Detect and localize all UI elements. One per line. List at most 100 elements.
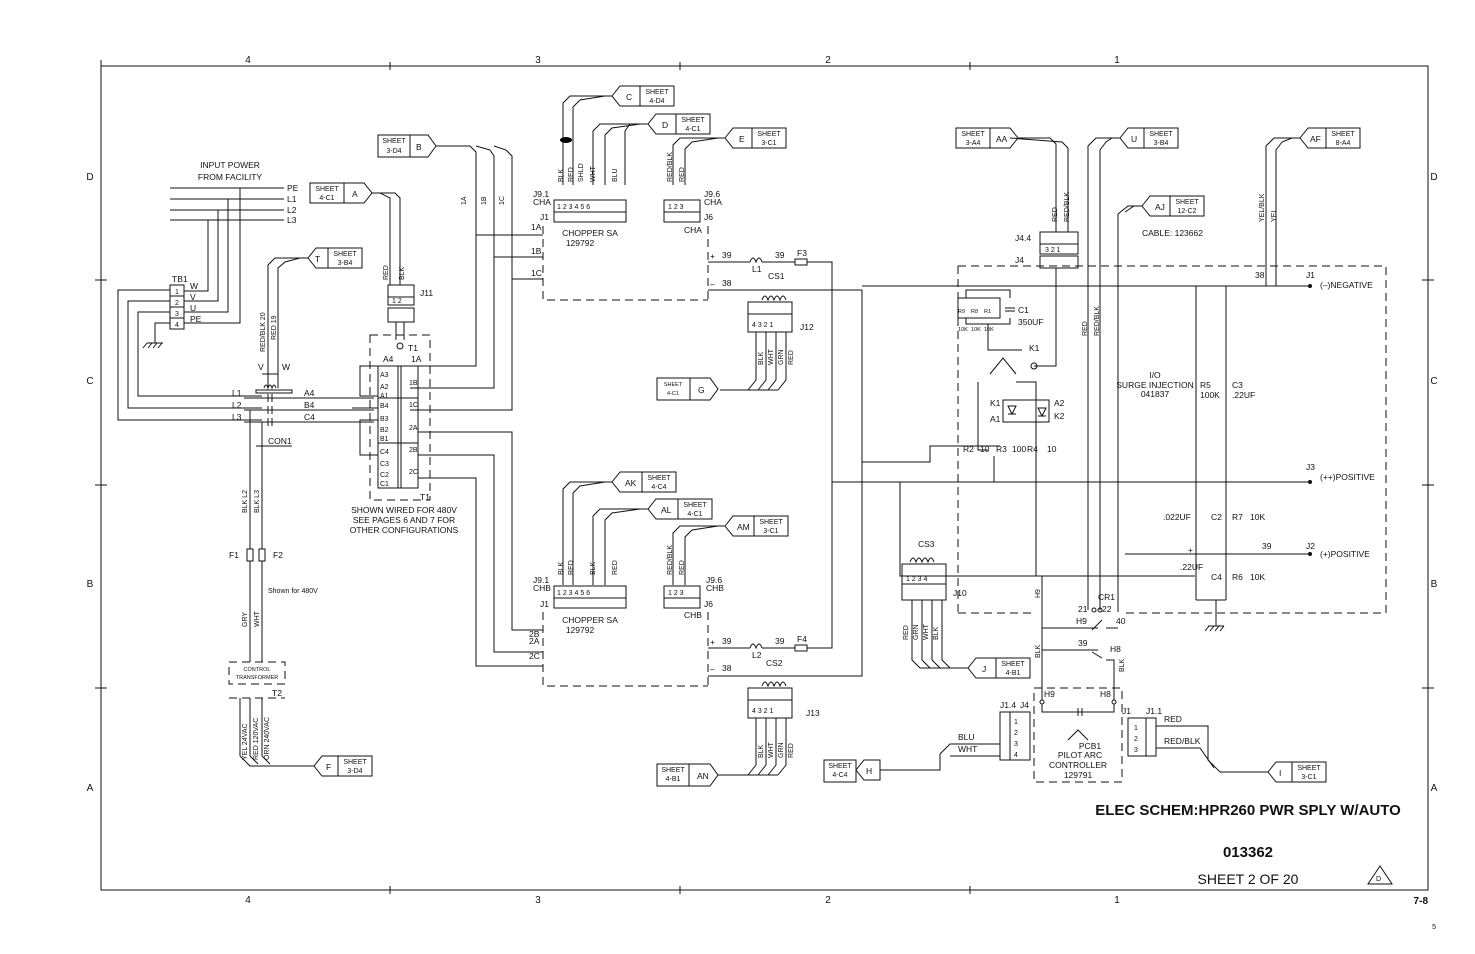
svg-text:H9: H9: [1035, 589, 1042, 598]
svg-text:I: I: [1279, 768, 1281, 778]
svg-text:J4.4: J4.4: [1015, 233, 1031, 243]
svg-text:CHB: CHB: [706, 583, 724, 593]
svg-text:G: G: [698, 385, 705, 395]
svg-text:R3: R3: [996, 444, 1007, 454]
svg-text:8-A4: 8-A4: [1336, 140, 1351, 147]
svg-text:L3: L3: [232, 412, 242, 422]
svg-text:2: 2: [175, 300, 179, 307]
svg-text:H9: H9: [1076, 616, 1087, 626]
svg-text:+: +: [710, 251, 715, 261]
grid-row-left-a: A: [87, 783, 94, 794]
svg-text:J9.6: J9.6: [704, 189, 720, 199]
svg-text:WHT: WHT: [768, 348, 775, 365]
svg-text:10K: 10K: [958, 327, 968, 333]
svg-text:40: 40: [1116, 616, 1126, 626]
svg-text:YEL/BLK: YEL/BLK: [1259, 193, 1266, 222]
svg-text:22: 22: [1102, 604, 1112, 614]
svg-text:RED/BLK: RED/BLK: [1164, 736, 1201, 746]
svg-text:21: 21: [1078, 604, 1088, 614]
svg-text:1 2 3 4 5 6: 1 2 3 4 5 6: [557, 590, 590, 597]
svg-text:1 2 3: 1 2 3: [668, 590, 684, 597]
svg-text:2A: 2A: [529, 636, 540, 646]
svg-text:BLK: BLK: [1119, 658, 1126, 672]
svg-text:H: H: [866, 766, 872, 776]
svg-text:J1: J1: [1122, 706, 1131, 716]
svg-text:SHEET: SHEET: [828, 763, 852, 770]
svg-text:CONTROLLER: CONTROLLER: [1049, 760, 1107, 770]
svg-text:B1: B1: [380, 436, 389, 443]
svg-text:SHEET: SHEET: [1297, 765, 1321, 772]
svg-text:3-B4: 3-B4: [338, 260, 353, 267]
svg-text:BLK: BLK: [558, 561, 565, 575]
svg-text:BLK L3: BLK L3: [254, 490, 261, 513]
tb1-label: TB1: [172, 274, 188, 284]
svg-text:1: 1: [175, 289, 179, 296]
svg-text:A1: A1: [380, 393, 389, 400]
svg-text:BLK: BLK: [933, 626, 940, 640]
svg-text:4-C1: 4-C1: [685, 126, 700, 133]
svg-text:R7: R7: [1232, 512, 1243, 522]
svg-text:C1: C1: [380, 481, 389, 488]
svg-text:RED/BLK: RED/BLK: [667, 545, 674, 575]
svg-text:38: 38: [722, 663, 732, 673]
line-l1-label: L1: [287, 194, 297, 204]
svg-text:4 3 2 1: 4 3 2 1: [752, 708, 774, 715]
svg-text:10K: 10K: [1250, 512, 1265, 522]
svg-text:CHOPPER SA: CHOPPER SA: [562, 615, 618, 625]
svg-text:100K: 100K: [1200, 390, 1220, 400]
svg-text:B2: B2: [380, 427, 389, 434]
svg-text:SHEET: SHEET: [681, 117, 705, 124]
svg-text:J: J: [982, 664, 986, 674]
svg-text:CABLE: 123662: CABLE: 123662: [1142, 228, 1203, 238]
svg-text:SHEET: SHEET: [664, 382, 683, 388]
svg-text:RED/BLK: RED/BLK: [1064, 192, 1071, 222]
svg-text:39: 39: [775, 636, 785, 646]
grid-col-top-2: 2: [825, 55, 831, 66]
svg-text:4-D4: 4-D4: [649, 98, 664, 105]
svg-text:3 2 1: 3 2 1: [1045, 247, 1061, 254]
svg-text:T: T: [315, 254, 320, 264]
svg-text:RED: RED: [383, 265, 390, 280]
svg-text:.022UF: .022UF: [1163, 512, 1191, 522]
grid-col-bottom-1: 1: [1114, 895, 1120, 906]
svg-text:SURGE INJECTION: SURGE INJECTION: [1116, 380, 1193, 390]
offsheet-am: AM SHEET 3-C1: [672, 515, 789, 585]
svg-text:GRN: GRN: [778, 742, 785, 758]
grid-col-bottom-2: 2: [825, 895, 831, 906]
svg-text:F: F: [326, 762, 331, 772]
svg-text:39: 39: [722, 250, 732, 260]
svg-text:C1: C1: [1018, 305, 1029, 315]
svg-text:WHT: WHT: [590, 165, 597, 182]
svg-text:RED: RED: [1052, 207, 1059, 222]
svg-text:38: 38: [722, 278, 732, 288]
svg-text:C: C: [626, 92, 632, 102]
svg-text:H9: H9: [1044, 689, 1055, 699]
chopper-a-outputs: + 39 – 38 L1 39 F3 CS1 4 3 2 1 J12 BLK W…: [656, 248, 863, 482]
main-bus-wiring: [832, 285, 1310, 577]
svg-text:V: V: [258, 362, 264, 372]
svg-text:PCB1: PCB1: [1079, 741, 1101, 751]
svg-text:J1: J1: [540, 212, 549, 222]
svg-text:SHEET: SHEET: [961, 131, 985, 138]
svg-text:T1: T1: [420, 492, 430, 502]
svg-text:39: 39: [775, 250, 785, 260]
svg-text:J1: J1: [540, 599, 549, 609]
svg-text:3-C1: 3-C1: [763, 528, 778, 535]
svg-text:L2: L2: [752, 650, 762, 660]
svg-text:SHEET: SHEET: [647, 475, 671, 482]
svg-text:RED/BLK: RED/BLK: [667, 152, 674, 182]
offsheet-e: E SHEET 3-C1: [672, 127, 787, 185]
svg-text:CON1: CON1: [268, 436, 292, 446]
svg-text:L1: L1: [752, 264, 762, 274]
offsheet-c: C SHEET 4-D4: [562, 85, 675, 185]
svg-text:RED: RED: [788, 743, 795, 758]
svg-text:BLK: BLK: [590, 561, 597, 575]
chopper-b-outputs: + 39 – 38 L2 39 F4 CS2 4 3 2 1 J13 BLK W…: [656, 462, 863, 787]
svg-text:1A: 1A: [531, 222, 542, 232]
svg-text:A1: A1: [990, 414, 1001, 424]
svg-text:3-C1: 3-C1: [761, 140, 776, 147]
svg-text:AM: AM: [737, 522, 750, 532]
svg-text:SHEET: SHEET: [759, 519, 783, 526]
svg-text:RED/BLK 20: RED/BLK 20: [260, 312, 267, 352]
title-block: ELEC SCHEM:HPR260 PWR SPLY W/AUTO 013362…: [1095, 802, 1436, 931]
